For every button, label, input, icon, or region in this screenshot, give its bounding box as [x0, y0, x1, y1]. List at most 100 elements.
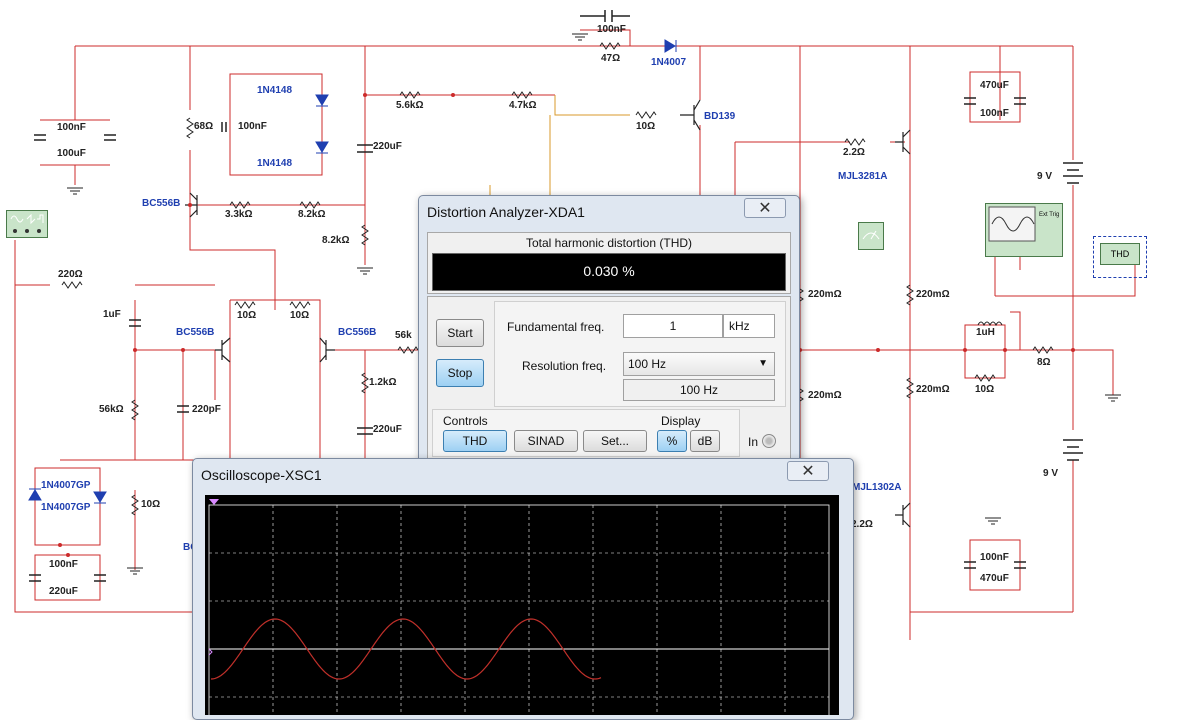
component-label: 220pF [192, 404, 221, 415]
thd-section-label: Total harmonic distortion (THD) [525, 236, 693, 250]
scope-grid [209, 505, 829, 715]
oscilloscope-window[interactable]: Oscilloscope-XSC1 ✕ [192, 458, 854, 720]
window-title: Oscilloscope-XSC1 [201, 467, 322, 483]
component-label: 8Ω [1037, 357, 1051, 368]
input-terminal-label: In [748, 435, 759, 449]
component-label: 10Ω [237, 310, 257, 321]
inductor [977, 321, 1003, 327]
window-title: Distortion Analyzer-XDA1 [427, 204, 585, 220]
component-label: 100nF [49, 559, 78, 570]
component-label: 1N4007GP [41, 502, 91, 513]
component-label: 56kΩ [99, 404, 124, 415]
component-label: 1N4148 [257, 85, 293, 96]
component-label: MJL1302A [852, 482, 902, 493]
component-label: 10Ω [636, 121, 656, 132]
component-label: 5.6kΩ [396, 100, 424, 111]
component-label: 47Ω [601, 53, 621, 64]
percent-display-button[interactable]: % [657, 430, 687, 452]
transistors [185, 99, 911, 528]
controls-group: Controls Display THD SINAD Set... % dB [432, 409, 740, 457]
component-label: 100nF [597, 24, 626, 35]
resolution-freq-select[interactable]: 100 Hz ▼ [623, 352, 775, 376]
display-label: Display [661, 414, 701, 428]
capacitors [29, 10, 1026, 582]
component-label: 220Ω [58, 269, 83, 280]
fundamental-unit[interactable]: kHz [723, 314, 775, 338]
batteries [1063, 162, 1083, 461]
channel-marker-icon [208, 648, 213, 656]
component-label: BD139 [704, 111, 736, 122]
component-label: 56k [395, 330, 412, 341]
component-label: BC556B [176, 327, 215, 338]
component-label: 10Ω [290, 310, 310, 321]
thd-mode-button[interactable]: THD [443, 430, 507, 452]
thd-reading: 0.030 % [583, 263, 635, 279]
component-label: 220uF [373, 141, 402, 152]
thd-panel: Total harmonic distortion (THD) 0.030 % [427, 232, 791, 294]
settings-panel: Start Stop Fundamental freq. 1 kHz Resol… [427, 296, 791, 460]
component-label: 100nF [57, 122, 86, 133]
component-label: 220mΩ [808, 289, 842, 300]
circuit-wires [14, 29, 1136, 640]
resolution-selected-value: 100 Hz [628, 357, 667, 371]
component-label: 1N4007GP [41, 480, 91, 491]
component-label: 100uF [57, 148, 86, 159]
component-label: 1uH [976, 327, 995, 338]
function-generator-icon[interactable] [6, 210, 48, 238]
svg-text:Ext Trig: Ext Trig [1039, 212, 1059, 218]
meter-needle-icon [862, 230, 880, 240]
ground-symbols [67, 33, 1121, 575]
component-label: 100nF [980, 108, 1009, 119]
circuit-schematic [14, 10, 1136, 640]
signal-trace [210, 618, 602, 680]
distortion-analyzer-window[interactable]: Distortion Analyzer-XDA1 ✕ Total harmoni… [418, 195, 800, 469]
sinad-mode-button[interactable]: SINAD [514, 430, 578, 452]
close-button[interactable]: ✕ [744, 198, 786, 218]
component-label: 9 V [1037, 171, 1053, 182]
component-label: 1.2kΩ [369, 377, 397, 388]
component-label: 1N4007 [651, 57, 687, 68]
signal-wire [489, 95, 630, 195]
component-label: 100nF [980, 552, 1009, 563]
stop-button[interactable]: Stop [436, 359, 484, 387]
component-label: 220uF [373, 424, 402, 435]
component-label: 220uF [49, 586, 78, 597]
controls-label: Controls [443, 414, 488, 428]
fundamental-freq-label: Fundamental freq. [507, 320, 605, 334]
component-label: BC556B [142, 198, 181, 209]
oscilloscope-icon[interactable]: Ext Trig [985, 203, 1063, 257]
component-label: 68Ω [194, 121, 214, 132]
component-label: 10Ω [141, 499, 161, 510]
component-label: 9 V [1043, 468, 1059, 479]
fundamental-freq-input[interactable]: 1 [623, 314, 723, 338]
component-label: 3.3kΩ [225, 209, 253, 220]
thd-meter-body: THD [1100, 243, 1140, 265]
start-button[interactable]: Start [436, 319, 484, 347]
component-label: 100nF [238, 121, 267, 132]
component-label: 470uF [980, 80, 1009, 91]
junction-dots [58, 93, 1075, 557]
component-label: 2.2Ω [843, 147, 865, 158]
scope-screen [205, 495, 839, 715]
component-label: 1N4148 [257, 158, 293, 169]
component-label: 2.2Ω [851, 519, 873, 530]
distortion-analyzer-icon[interactable]: THD [1093, 236, 1147, 278]
component-label: 470uF [980, 573, 1009, 584]
waveform-icon [10, 213, 44, 233]
component-label: 220mΩ [808, 390, 842, 401]
component-label: BC [183, 542, 198, 553]
diodes [28, 39, 677, 504]
resolution-freq-label: Resolution freq. [522, 359, 607, 373]
component-label: 8.2kΩ [298, 209, 326, 220]
component-label: 8.2kΩ [322, 235, 350, 246]
scope-screen-icon: Ext Trig [988, 206, 1059, 242]
set-button[interactable]: Set... [583, 430, 647, 452]
db-display-button[interactable]: dB [690, 430, 720, 452]
input-terminal-icon[interactable] [762, 434, 776, 448]
component-label: MJL3281A [838, 171, 888, 182]
multimeter-icon[interactable] [858, 222, 884, 250]
close-button[interactable]: ✕ [787, 461, 829, 481]
component-label: 1uF [103, 309, 121, 320]
component-label: 220mΩ [916, 384, 950, 395]
thd-display: 0.030 % [432, 253, 786, 291]
